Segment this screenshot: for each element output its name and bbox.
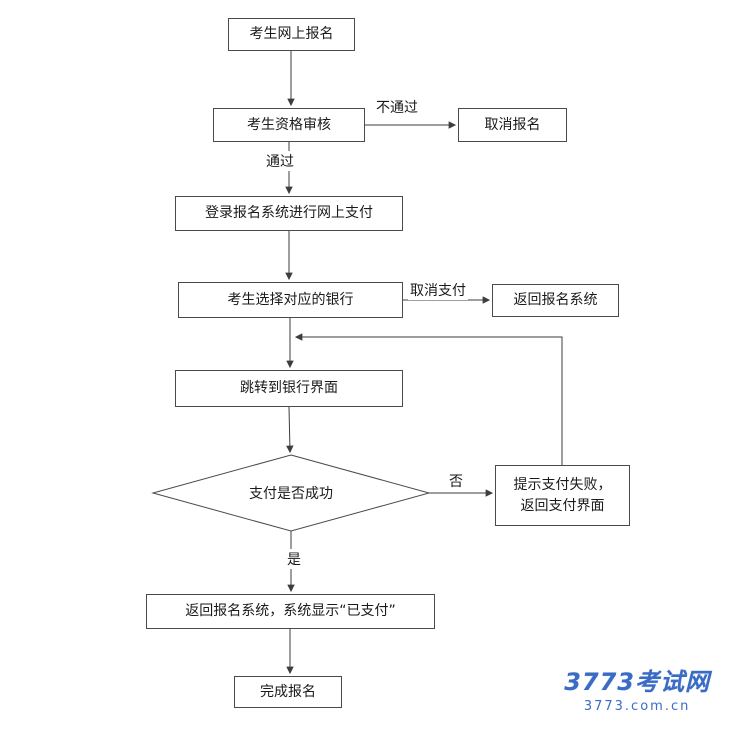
flow-node-pay-check: 支付是否成功 <box>249 486 333 502</box>
flow-node-register: 考生网上报名 <box>228 18 355 51</box>
watermark-site-name: 3773考试网 <box>564 668 710 696</box>
arrow-pay-fail-loop-back <box>294 333 563 465</box>
flow-node-return-system: 返回报名系统 <box>492 284 619 317</box>
edge-label-cancel-pay: 取消支付 <box>408 280 468 300</box>
edge-label-not-pass: 不通过 <box>374 97 420 117</box>
arrow-bank-page-to-decision <box>286 406 294 454</box>
flow-node-cancel-register: 取消报名 <box>458 108 567 142</box>
flow-node-login-pay: 登录报名系统进行网上支付 <box>175 196 403 231</box>
flow-node-paid-return: 返回报名系统，系统显示“已支付” <box>146 594 435 629</box>
flow-node-bank-page: 跳转到银行界面 <box>175 370 403 407</box>
flow-node-pay-fail: 提示支付失败， 返回支付界面 <box>495 465 630 526</box>
watermark-site-url: 3773.com.cn <box>583 699 691 714</box>
edge-label-pass: 通过 <box>264 151 296 171</box>
edge-label-yes: 是 <box>285 549 303 569</box>
flow-node-review: 考生资格审核 <box>213 108 365 142</box>
watermark: 3773考试网 3773.com.cn <box>564 662 710 714</box>
edge-label-no: 否 <box>447 471 465 491</box>
flow-node-complete: 完成报名 <box>234 676 342 708</box>
flow-node-select-bank: 考生选择对应的银行 <box>178 282 403 318</box>
